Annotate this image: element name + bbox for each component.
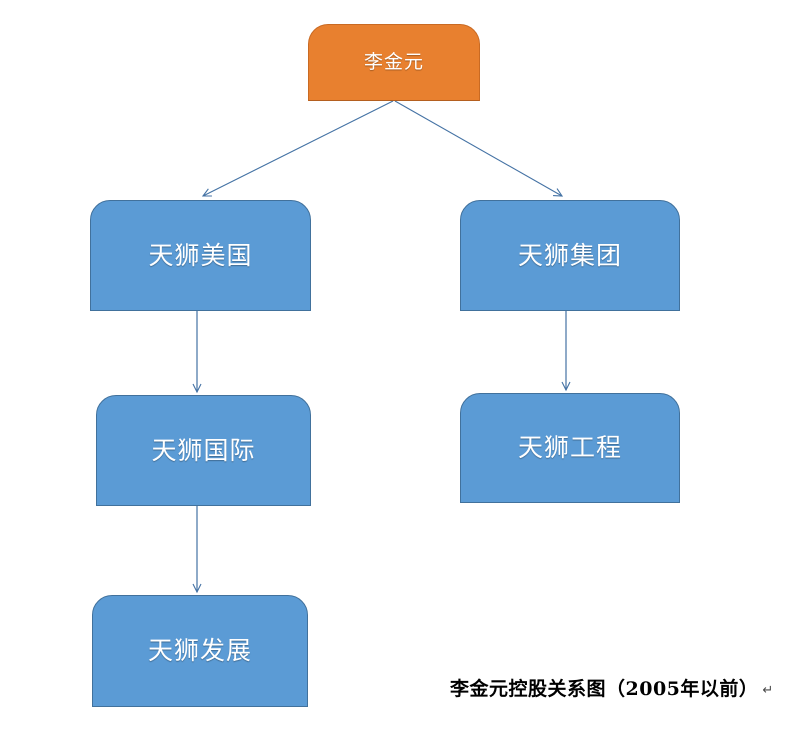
node-li-jinyuan[interactable]: 李金元: [308, 24, 480, 101]
edge-root-to-group: [394, 100, 564, 197]
node-label: 天狮美国: [148, 240, 253, 270]
node-label: 天狮集团: [517, 240, 622, 270]
edge-root-to-usa: [201, 100, 394, 197]
node-tiens-usa[interactable]: 天狮美国: [90, 200, 311, 311]
diagram-caption: 李金元控股关系图（2005年以前）↵: [450, 674, 774, 701]
node-label: 天狮工程: [517, 433, 622, 462]
node-label: 李金元: [363, 51, 424, 74]
node-tiens-international[interactable]: 天狮国际: [96, 395, 311, 506]
caption-text: 李金元控股关系图（2005年以前）: [450, 678, 759, 700]
node-label: 天狮国际: [151, 435, 256, 465]
paragraph-mark-icon: ↵: [762, 682, 774, 698]
node-label: 天狮发展: [147, 636, 252, 665]
node-tiens-engineering[interactable]: 天狮工程: [460, 393, 680, 503]
node-tiens-development[interactable]: 天狮发展: [92, 595, 308, 707]
node-tiens-group[interactable]: 天狮集团: [460, 200, 680, 311]
